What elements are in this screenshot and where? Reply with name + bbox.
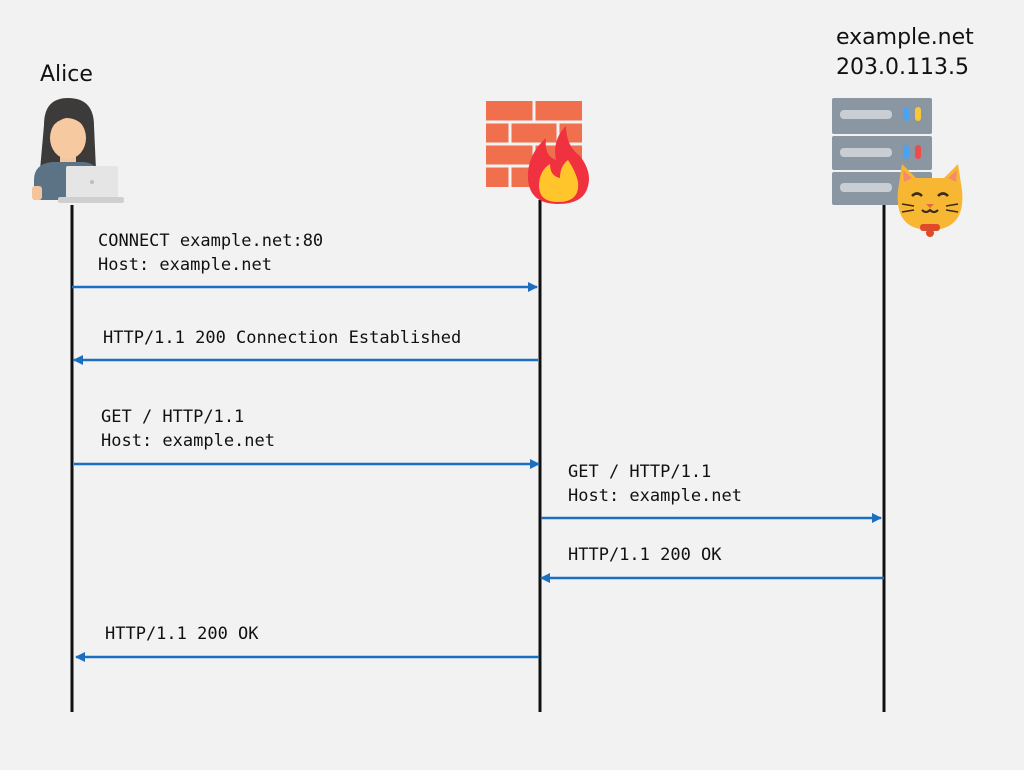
message-line: Host: example.net <box>101 431 275 451</box>
message-label: HTTP/1.1 200 Connection Established <box>103 326 461 350</box>
message-line: Host: example.net <box>98 255 272 275</box>
message-line: HTTP/1.1 200 Connection Established <box>103 328 462 348</box>
firewall-icon <box>486 101 589 204</box>
message-line: GET / HTTP/1.1 <box>101 407 245 427</box>
message-label: HTTP/1.1 200 OK <box>568 543 722 567</box>
person-with-laptop-icon <box>32 98 124 203</box>
server-with-cat-icon <box>832 98 963 237</box>
message-line: HTTP/1.1 200 OK <box>568 545 722 565</box>
actor-label-server-host: example.net <box>836 25 974 50</box>
actor-label-server-ip: 203.0.113.5 <box>836 55 969 80</box>
message-line: GET / HTTP/1.1 <box>568 462 712 482</box>
message-label: HTTP/1.1 200 OK <box>105 622 259 646</box>
message-line: HTTP/1.1 200 OK <box>105 624 259 644</box>
message-line: CONNECT example.net:80 <box>98 231 324 251</box>
actor-label-alice: Alice <box>40 62 93 87</box>
message-line: Host: example.net <box>568 486 742 506</box>
